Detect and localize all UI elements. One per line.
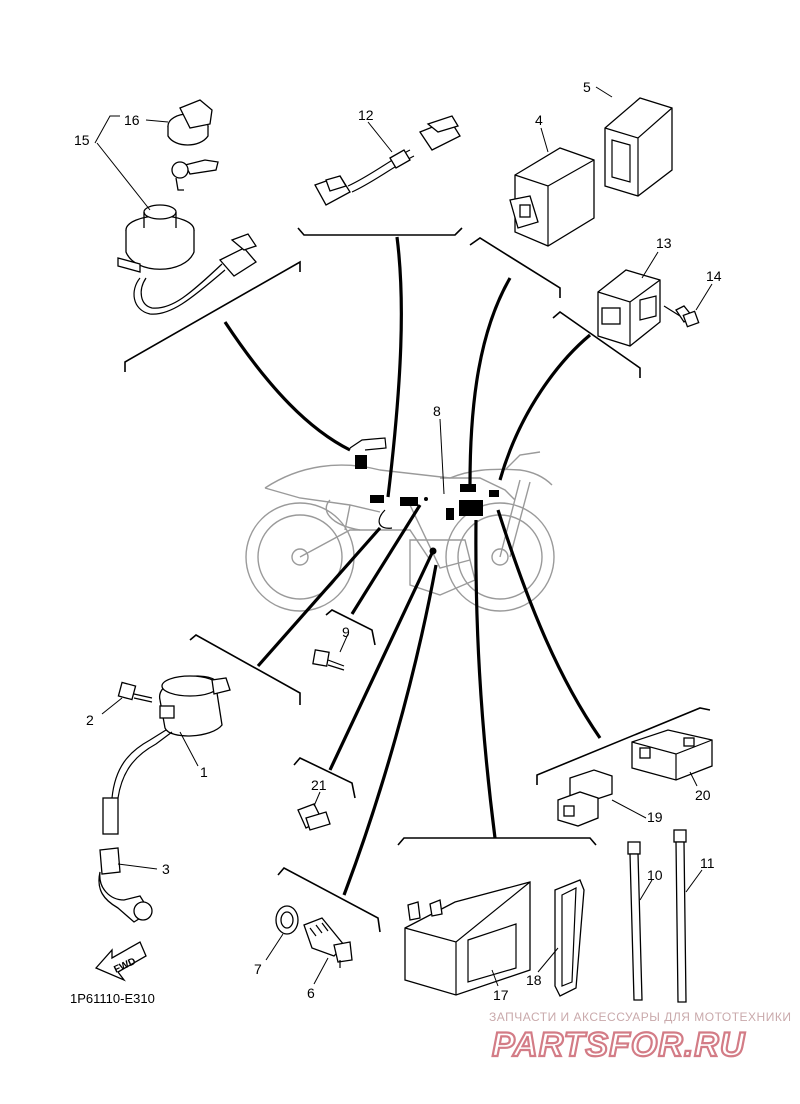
diagram-code: 1P61110-E310: [70, 991, 155, 1006]
motorcycle-silhouette: [245, 437, 555, 612]
label-part-18: 18: [526, 972, 542, 988]
bolt-14: [663, 305, 700, 328]
relay-part: [597, 269, 661, 347]
label-part-10: 10: [647, 867, 663, 883]
label-part-3: 3: [162, 861, 170, 877]
label-part-4: 4: [535, 112, 543, 128]
forward-direction-arrow: FWD: [94, 941, 147, 982]
gasket-7: [275, 905, 299, 935]
label-part-14: 14: [706, 268, 722, 284]
group-brackets: [124, 227, 711, 933]
watermark: ЗАПЧАСТИ И АКСЕССУАРЫ ДЛЯ МОТОТЕХНИКИ PA…: [489, 1010, 791, 1065]
cdi-unit-part: [509, 147, 595, 247]
label-part-16: 16: [124, 112, 140, 128]
clip-21: [297, 803, 331, 831]
coupler-19: [557, 769, 613, 827]
part-number-labels: 1 2 3 4 5 6 7 8 9 10 11 12 13 14 15 16 1…: [74, 79, 722, 1003]
neutral-switch-6: [303, 917, 353, 968]
label-part-1: 1: [200, 764, 208, 780]
connector-lines: [223, 236, 602, 896]
leader-lines: [94, 86, 713, 987]
label-part-9: 9: [342, 624, 350, 640]
label-part-12: 12: [358, 107, 374, 123]
battery-band-18: [554, 879, 585, 997]
coupler-20: [631, 729, 713, 781]
battery-17: [404, 881, 531, 996]
label-part-7: 7: [254, 961, 262, 977]
label-part-13: 13: [656, 235, 672, 251]
plug-cap-part: [98, 847, 153, 923]
label-part-2: 2: [86, 712, 94, 728]
label-part-17: 17: [493, 987, 509, 1003]
watermark-logo: PARTSFOR.RU: [492, 1026, 746, 1064]
label-part-20: 20: [695, 787, 711, 803]
label-part-8: 8: [433, 403, 441, 419]
label-part-21: 21: [311, 777, 327, 793]
label-part-11: 11: [700, 855, 715, 871]
bolt-9: [312, 649, 345, 671]
label-part-6: 6: [307, 985, 315, 1001]
cable-tie-11: [673, 829, 687, 1003]
label-part-15: 15: [74, 132, 90, 148]
bolt-2: [117, 681, 153, 703]
watermark-tagline: ЗАПЧАСТИ И АКСЕССУАРЫ ДЛЯ МОТОТЕХНИКИ: [489, 1010, 791, 1024]
label-part-5: 5: [583, 79, 591, 95]
lead-wire-part: [314, 115, 461, 206]
cable-tie-10: [627, 841, 643, 1001]
main-switch-assembly: [117, 99, 258, 315]
label-part-19: 19: [647, 809, 663, 825]
ignition-coil-part: [102, 675, 231, 835]
cover-part: [604, 97, 673, 197]
